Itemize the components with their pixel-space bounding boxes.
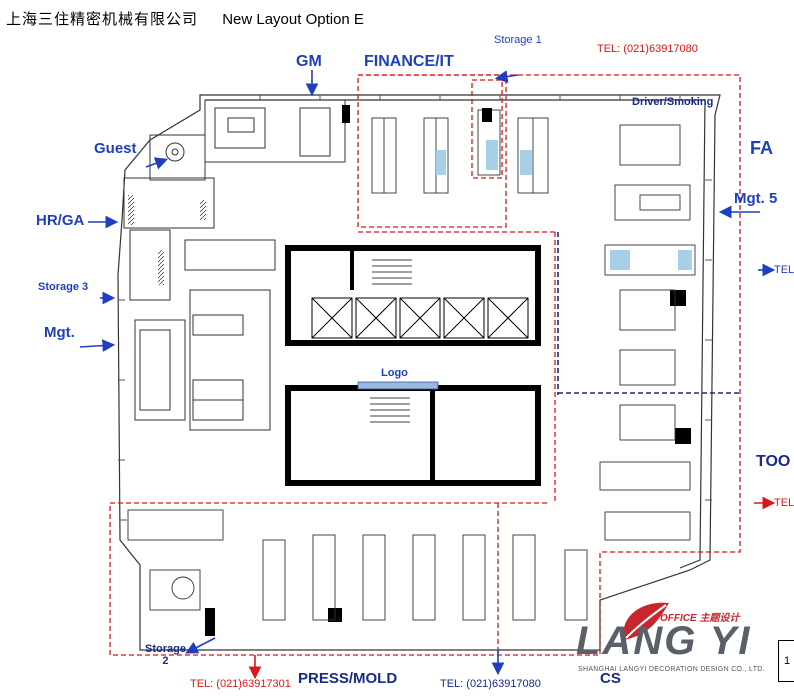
- storage-2-line1: Storage: [145, 643, 186, 655]
- zone-label-guest: Guest: [94, 140, 137, 157]
- hr-ga-area: [123, 177, 276, 431]
- building-outline: [117, 94, 721, 651]
- zone-label-mgt: Mgt.: [44, 324, 75, 341]
- navy-zones: [557, 232, 742, 395]
- red-arrows: [248, 496, 776, 680]
- zone-label-gm: GM: [296, 53, 322, 70]
- zone-label-mgt-5: Mgt. 5: [734, 190, 778, 207]
- logo-wall: [357, 381, 439, 390]
- fa-area: [599, 124, 696, 541]
- document-title: 上海三住精密机械有限公司 New Layout Option E: [6, 8, 364, 29]
- hr-hatch: [128, 195, 206, 285]
- zone-label-press-mold: PRESS/MOLD: [298, 670, 398, 687]
- fa-accents: [610, 250, 692, 270]
- zone-label-hr-ga: HR/GA: [36, 212, 85, 229]
- layout-name: New Layout Option E: [222, 11, 364, 28]
- elevators: [311, 297, 529, 339]
- red-zones: [109, 74, 741, 656]
- tel-bottom-mid: TEL: (021)63917080: [440, 678, 541, 690]
- zone-label-cs: CS: [600, 670, 621, 687]
- logo-office-text: OFFICE 主题设计: [660, 613, 740, 624]
- blue-arrows: [79, 70, 776, 676]
- leaf-icon: [623, 602, 669, 640]
- langyi-logo: OFFICE 主题设计 LANG YI SHANGHAI LANGYI DECO…: [574, 595, 770, 683]
- logo-brand-name: LANG YI: [576, 619, 752, 663]
- gm-office: [149, 99, 346, 181]
- zone-label-storage-2: Storage 2: [145, 643, 186, 667]
- company-name: 上海三住精密机械有限公司: [6, 10, 199, 28]
- zone-label-fa: FA: [750, 138, 774, 158]
- page-number: 1: [778, 640, 794, 682]
- zone-label-logo: Logo: [381, 367, 408, 379]
- stairs: [370, 259, 412, 423]
- press-mold-desks: [127, 509, 588, 621]
- building-core: [287, 247, 539, 484]
- zone-label-too: TOO: [756, 453, 791, 470]
- tel-right-bottom: TEL: [774, 497, 794, 509]
- tel-top: TEL: (021)63917080: [597, 43, 698, 55]
- logo-company-name: SHANGHAI LANGYI DECORATION DESIGN CO., L…: [578, 666, 765, 673]
- tel-bottom-left: TEL: (021)63917301: [190, 678, 291, 690]
- zone-label-storage-3: Storage 3: [38, 281, 89, 293]
- core-walls: [285, 245, 541, 486]
- zone-label-finance-it: FINANCE/IT: [364, 53, 454, 70]
- window-mullions: [118, 95, 712, 521]
- tel-right-top: TEL: [774, 264, 794, 276]
- zone-label-storage-1: Storage 1: [494, 34, 542, 46]
- finance-it-accents: [436, 140, 532, 175]
- zone-label-driver-smoking: Driver/Smoking: [632, 96, 714, 108]
- storage-2-line2: 2: [162, 655, 169, 667]
